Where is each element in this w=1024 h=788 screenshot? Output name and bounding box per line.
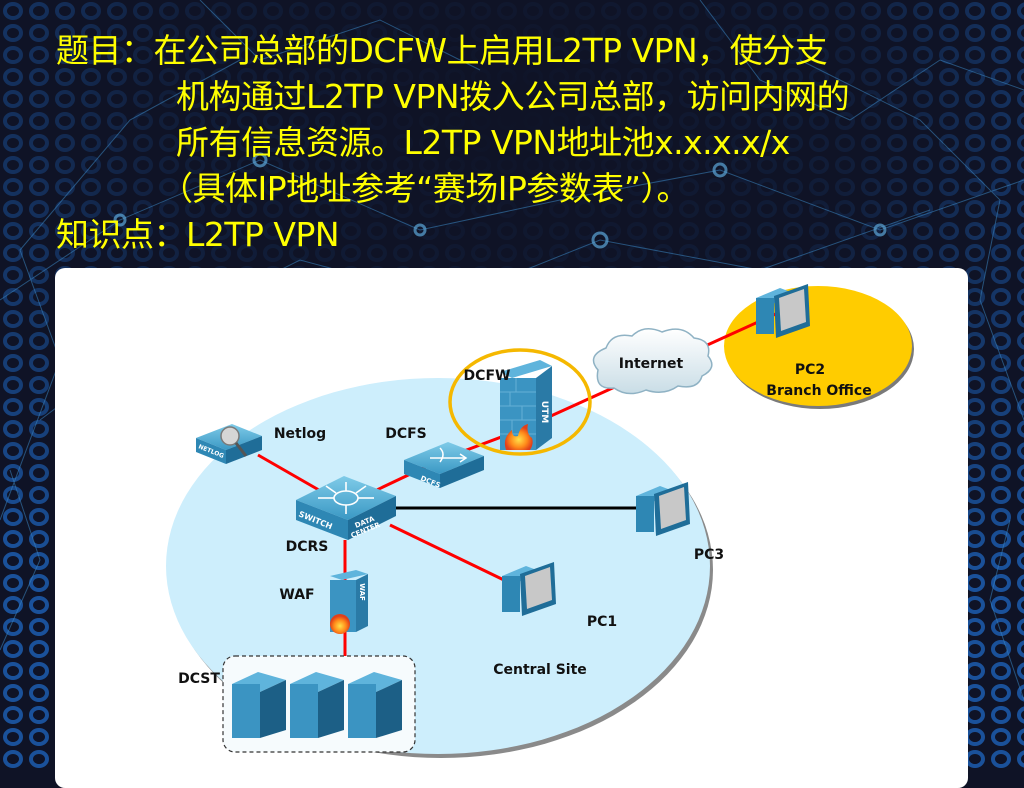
title-line-4: （具体IP地址参考“赛场IP参数表”）。 [160, 169, 689, 208]
pc1-label: PC1 [587, 614, 617, 630]
pc3-label: PC3 [694, 547, 724, 563]
waf-label: WAF [279, 587, 314, 603]
branch-office-label: Branch Office [766, 383, 871, 399]
slide-title: 题目：在公司总部的DCFW上启用L2TP VPN，使分支 机构通过L2TP VP… [56, 28, 850, 258]
dcfw-firewall[interactable]: UTM DCFW [464, 360, 552, 450]
waf-device[interactable]: WAF WAF [279, 570, 368, 634]
dcst-label: DCST [178, 671, 220, 687]
magnifier-icon [220, 426, 240, 446]
title-line-3: 所有信息资源。L2TP VPN地址池x.x.x.x/x [176, 123, 790, 162]
dcst-server-3 [348, 672, 402, 738]
netlog-device[interactable]: NETLOG Netlog [196, 424, 326, 464]
dcst-server-2 [290, 672, 344, 738]
internet-label: Internet [619, 356, 684, 372]
dcst-storage-group[interactable]: DCST [178, 655, 416, 753]
dcfs-label: DCFS [385, 426, 427, 442]
title-line-1: 题目：在公司总部的DCFW上启用L2TP VPN，使分支 [56, 31, 828, 70]
pc2-computer[interactable]: PC2 Branch Office [756, 284, 872, 399]
dcrs-label: DCRS [286, 539, 329, 555]
dcst-server-1 [232, 672, 286, 738]
title-line-2: 机构通过L2TP VPN拨入公司总部，访问内网的 [176, 77, 850, 116]
link-dcrs-pc1 [389, 523, 509, 584]
pc1-computer[interactable]: PC1 [502, 562, 617, 630]
dcfw-highlight-ring [448, 348, 592, 456]
central-site-label: Central Site [493, 662, 587, 678]
dcrs-switch[interactable]: SWITCH DATA CENTER DCRS [286, 476, 396, 555]
network-topology-diagram: Internet UTM DCFW DCFS DCFS [166, 284, 914, 758]
dcfs-device[interactable]: DCFS DCFS [385, 426, 484, 490]
netlog-label: Netlog [274, 426, 326, 442]
internet-cloud[interactable]: Internet [592, 328, 713, 395]
knowledge-point: 知识点：L2TP VPN [56, 215, 340, 254]
waf-badge: WAF [358, 583, 366, 601]
dcfw-badge: UTM [539, 401, 549, 423]
globe-shield-icon [330, 614, 350, 634]
pc3-computer[interactable]: PC3 [636, 482, 724, 563]
dcfw-label: DCFW [464, 368, 511, 384]
pc2-label: PC2 [795, 362, 825, 378]
